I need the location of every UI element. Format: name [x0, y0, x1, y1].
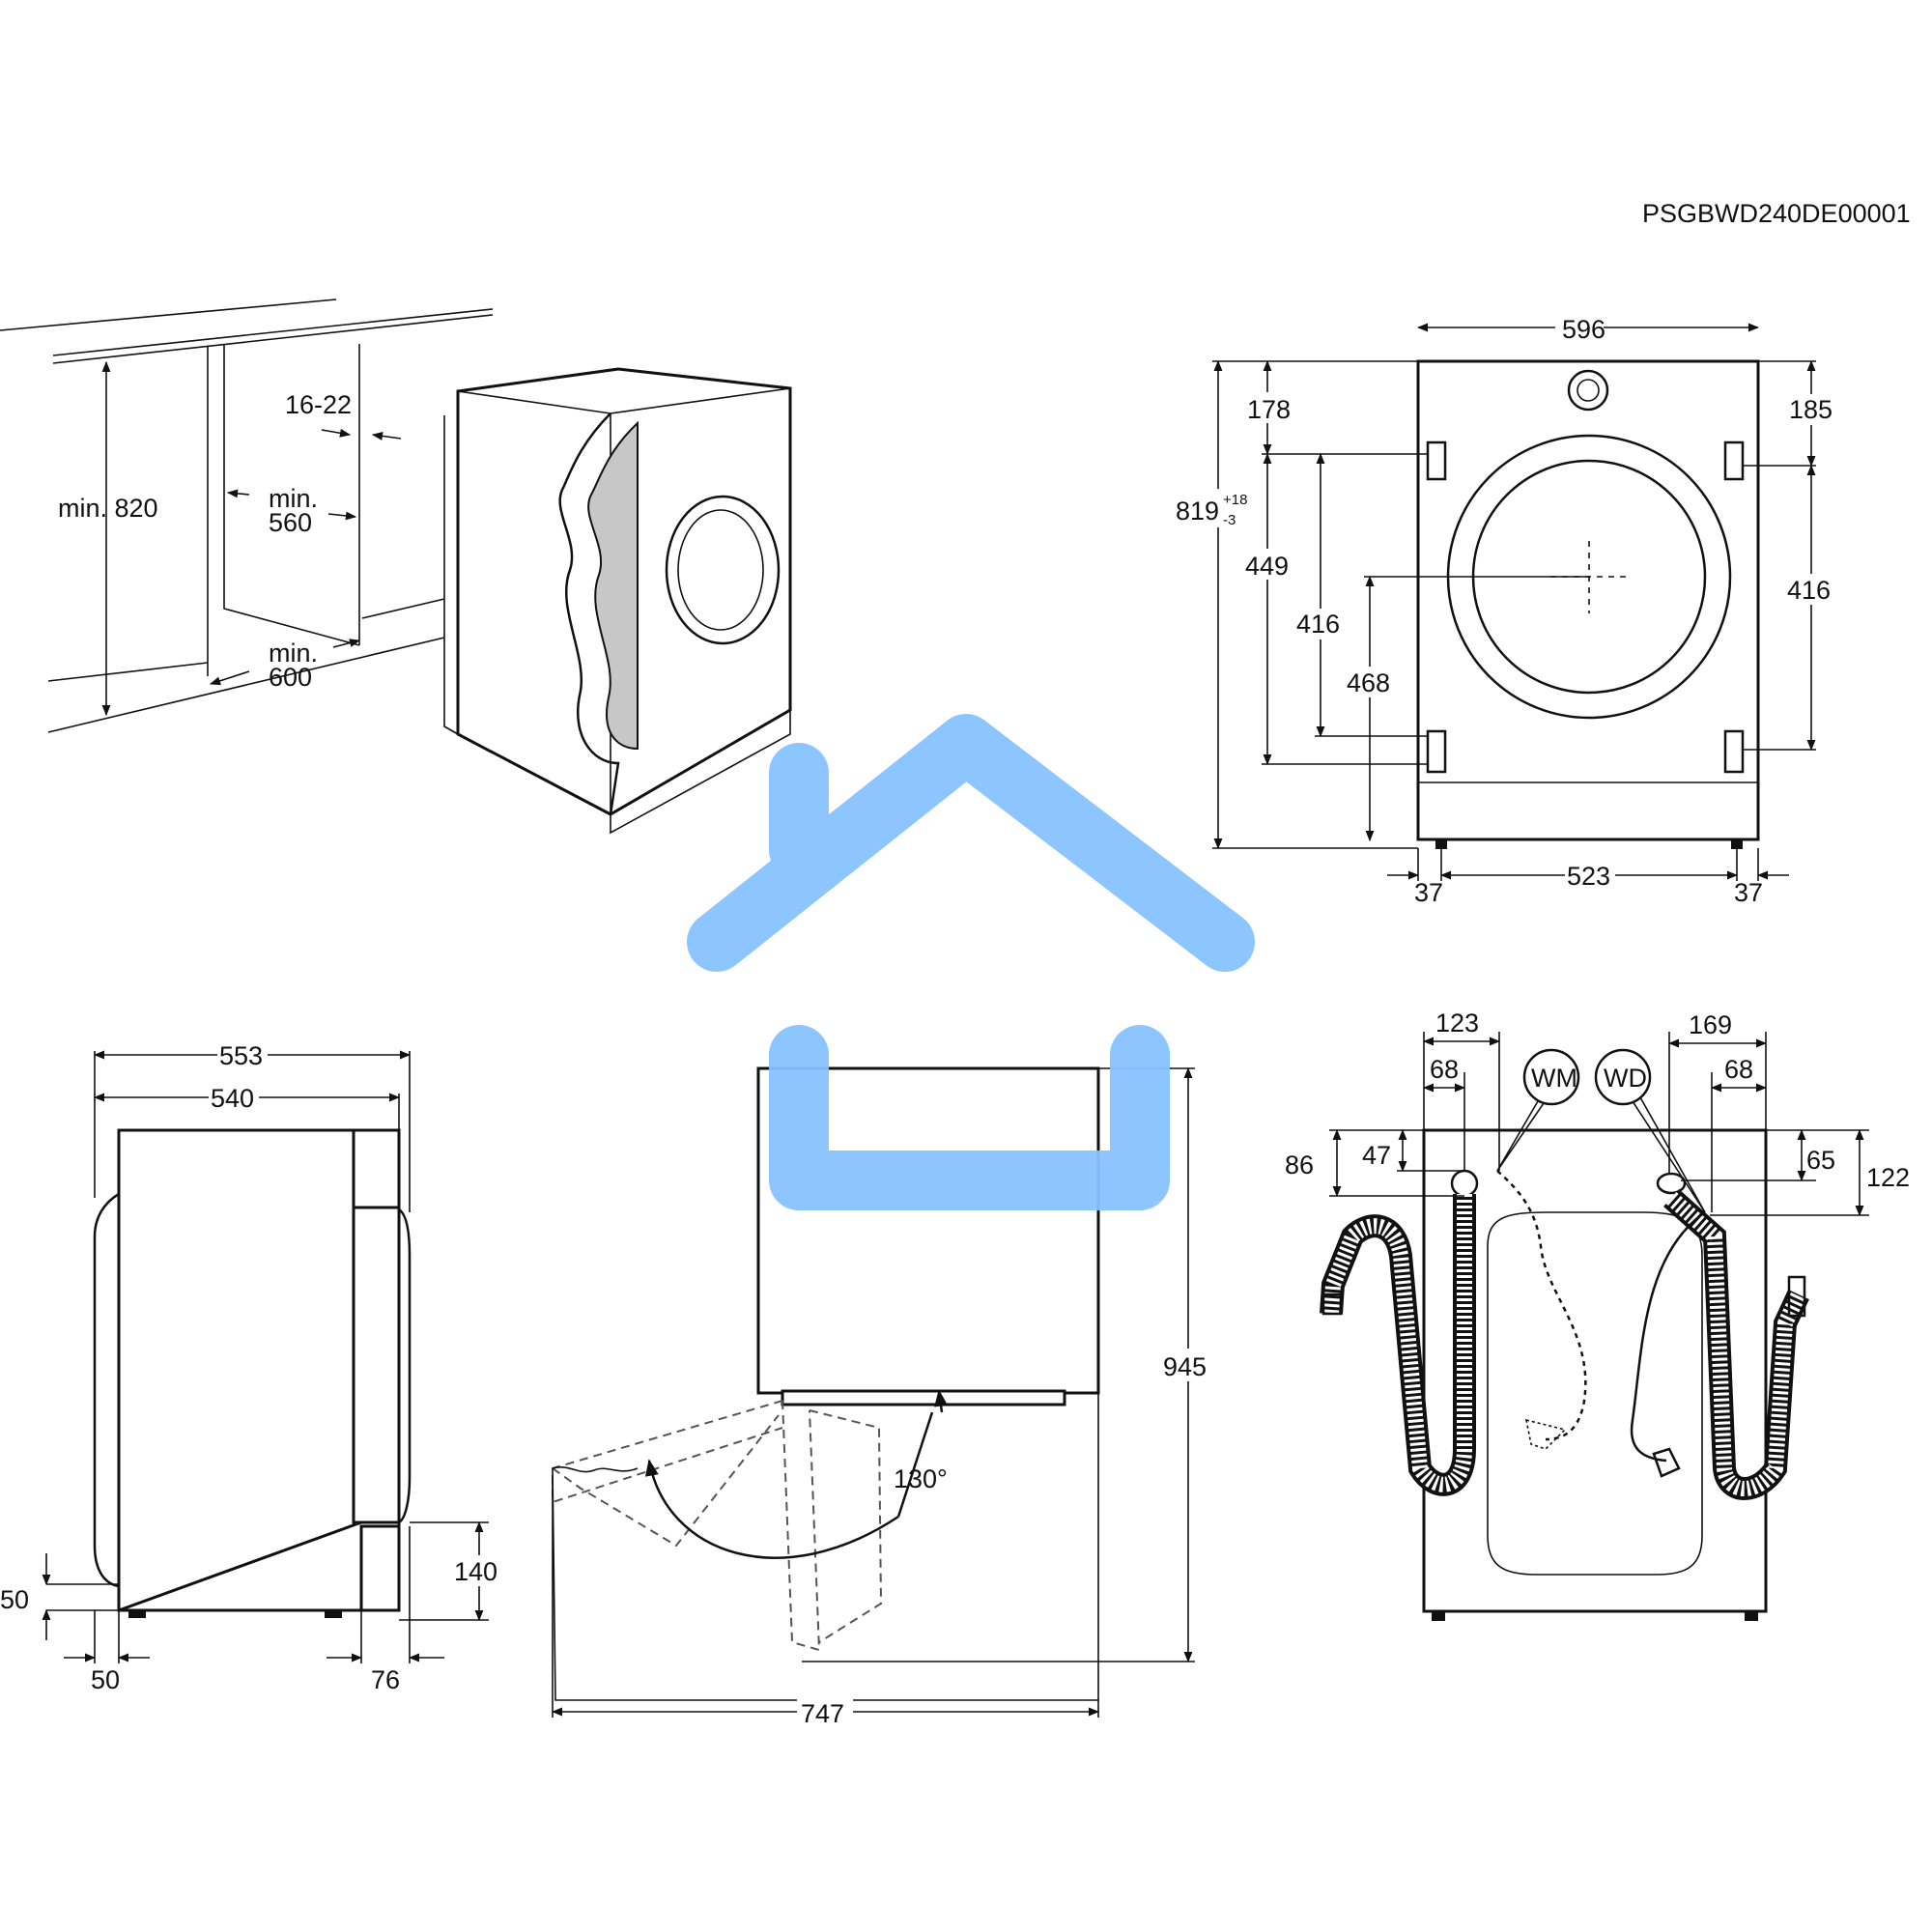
rear-left-vertical-inner-value: 47	[1362, 1141, 1391, 1170]
front-height-tol-upper: +18	[1223, 492, 1247, 508]
rear-wm-label: WM	[1531, 1064, 1577, 1093]
side-foot-inset-left-value: 50	[91, 1665, 120, 1694]
front-left-span-value: 449	[1245, 552, 1289, 581]
front-top-right-value: 185	[1789, 395, 1833, 424]
rear-right-inner-value: 68	[1724, 1055, 1753, 1084]
side-foot-height-value: 50	[0, 1585, 29, 1614]
niche-gap-label: 16-22	[285, 390, 352, 419]
front-top-left-value: 178	[1247, 395, 1291, 424]
niche-width-value: 560	[269, 508, 312, 537]
niche-width-label: min.	[269, 484, 318, 513]
side-body-depth-value: 540	[211, 1084, 254, 1113]
niche-depth-label: min.	[269, 639, 318, 668]
document-code: PSGBWD240DE00001	[1642, 199, 1911, 228]
door-view: 130° 945 747	[551, 1066, 1215, 1728]
door-angle-value: 130°	[894, 1464, 948, 1493]
front-height-tol-lower: -3	[1223, 512, 1236, 528]
side-foot-inset-right-value: 76	[371, 1665, 400, 1694]
front-center-height-value: 468	[1347, 668, 1390, 697]
front-center-span-value: 416	[1296, 610, 1340, 639]
door-height-value: 945	[1163, 1352, 1207, 1381]
rear-wd-label: WD	[1604, 1064, 1647, 1093]
front-foot-left-value: 37	[1414, 878, 1443, 907]
rear-right-outer-value: 169	[1689, 1010, 1732, 1039]
front-width-value: 596	[1562, 315, 1605, 344]
rear-left-inner-value: 68	[1430, 1055, 1459, 1084]
front-right-span-value: 416	[1787, 576, 1831, 605]
front-foot-right-value: 37	[1734, 878, 1763, 907]
front-view: 596 819 +18 -3 178 449 416 468 185	[1174, 311, 1835, 907]
rear-view: WM WD 123 68 169 68 86 47 65	[1285, 1009, 1910, 1621]
rear-right-vertical-outer-value: 122	[1866, 1163, 1910, 1192]
rear-left-vertical-outer-value: 86	[1285, 1151, 1314, 1179]
front-foot-span-value: 523	[1567, 862, 1610, 891]
niche-height-label: min. 820	[58, 494, 158, 523]
rear-right-vertical-inner-value: 65	[1806, 1146, 1835, 1175]
niche-depth-value: 600	[269, 663, 312, 692]
house-logo-icon	[687, 714, 1255, 1210]
side-view: 553 540 140 50 50 76	[0, 1039, 504, 1694]
door-open-depth-value: 747	[801, 1699, 844, 1728]
rear-left-outer-value: 123	[1435, 1009, 1479, 1037]
side-total-depth-value: 553	[219, 1041, 263, 1070]
front-height-value: 819	[1176, 497, 1219, 526]
side-plinth-height-value: 140	[454, 1557, 497, 1586]
niche-view: min. 820 16-22 min. 560 min. 600	[0, 298, 792, 835]
